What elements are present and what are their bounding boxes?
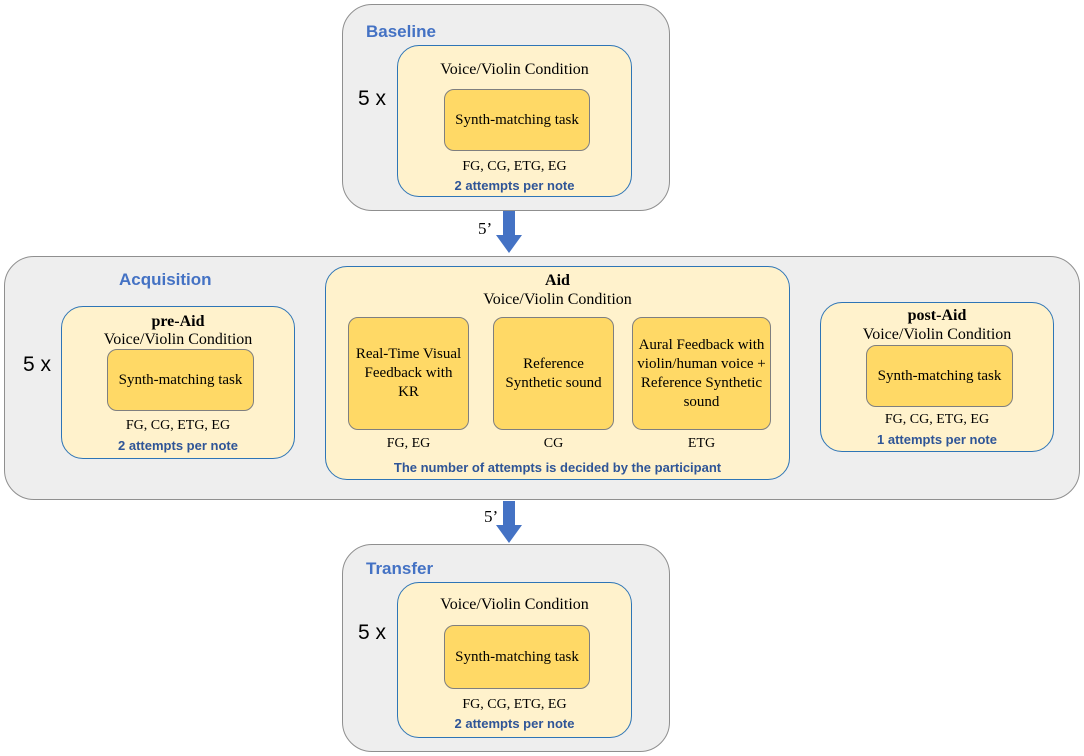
postaid-condition-title: Voice/Violin Condition	[862, 326, 1012, 343]
baseline-condition-title: Voice/Violin Condition	[440, 61, 589, 78]
postaid-groups: FG, CG, ETG, EG	[884, 412, 990, 427]
aid-condition-title: Voice/Violin Condition	[483, 291, 632, 308]
preaid-task: Synth-matching task	[107, 349, 254, 411]
preaid-condition-box: pre-Aid Voice/Violin Condition Synth-mat…	[61, 306, 295, 459]
acquisition-reps: 5 x	[23, 353, 52, 376]
interval-label-bottom: 5’	[484, 507, 499, 526]
transfer-groups: FG, CG, ETG, EG	[462, 697, 567, 712]
arrow-down-baseline-acquisition	[496, 211, 522, 253]
arrow-down-acquisition-transfer	[496, 501, 522, 543]
aid-box-reference-sound: Reference Synthetic sound	[493, 317, 614, 430]
baseline-phase: Baseline 5 x Voice/Violin Condition Synt…	[342, 4, 670, 211]
aid-box-aural-feedback: Aural Feedback with violin/human voice +…	[632, 317, 771, 430]
baseline-groups: FG, CG, ETG, EG	[462, 159, 567, 174]
aid-attempts: The number of attempts is decided by the…	[393, 460, 722, 475]
transfer-reps: 5 x	[358, 621, 387, 644]
baseline-reps: 5 x	[358, 87, 387, 110]
postaid-attempts: 1 attempts per note	[877, 432, 997, 447]
aid-box-visual-feedback: Real-Time Visual Feedback with KR	[348, 317, 469, 430]
transfer-task: Synth-matching task	[444, 625, 590, 689]
baseline-attempts: 2 attempts per note	[454, 178, 575, 193]
transfer-condition-box: Voice/Violin Condition Synth-matching ta…	[397, 582, 632, 738]
interval-label-top: 5’	[478, 219, 493, 238]
transfer-attempts: 2 attempts per note	[454, 716, 575, 731]
preaid-groups: FG, CG, ETG, EG	[125, 418, 231, 433]
baseline-title: Baseline	[366, 22, 436, 41]
preaid-title: pre-Aid	[151, 313, 205, 330]
acquisition-title: Acquisition	[119, 270, 212, 289]
aid-group-fg-eg: FG, EG	[386, 436, 431, 451]
postaid-title: post-Aid	[907, 307, 967, 324]
postaid-task: Synth-matching task	[866, 345, 1013, 407]
transfer-title: Transfer	[366, 559, 434, 578]
aid-group-cg: CG	[543, 436, 564, 451]
transfer-condition-title: Voice/Violin Condition	[440, 596, 589, 613]
baseline-condition-box: Voice/Violin Condition Synth-matching ta…	[397, 45, 632, 197]
aid-title: Aid	[545, 272, 570, 289]
postaid-condition-box: post-Aid Voice/Violin Condition Synth-ma…	[820, 302, 1054, 452]
baseline-task: Synth-matching task	[444, 89, 590, 151]
aid-group-etg: ETG	[687, 436, 716, 451]
transfer-phase: Transfer 5 x Voice/Violin Condition Synt…	[342, 544, 670, 752]
preaid-attempts: 2 attempts per note	[118, 438, 238, 453]
preaid-condition-title: Voice/Violin Condition	[103, 331, 253, 348]
aid-condition-box: Aid Voice/Violin Condition Real-Time Vis…	[325, 266, 790, 480]
